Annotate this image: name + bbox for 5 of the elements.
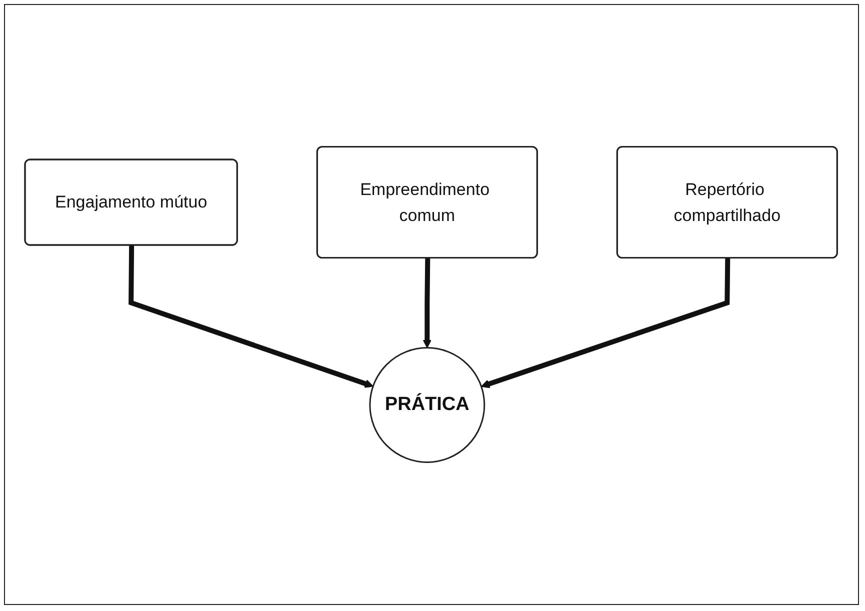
arrow — [128, 246, 374, 388]
arrow — [423, 258, 432, 348]
node-circle — [370, 347, 486, 463]
arrow — [481, 258, 731, 388]
diagram-frame: Empreendimento comum Engajamento mútuo Repertório compartilhado PRÁTICA — [4, 4, 859, 605]
